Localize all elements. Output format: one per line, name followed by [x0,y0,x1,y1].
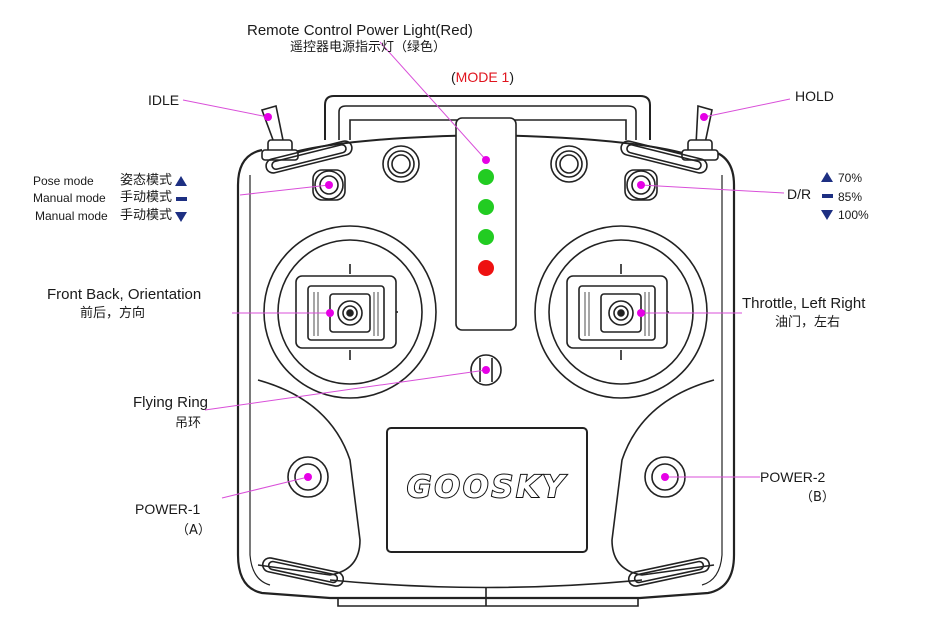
dr-70-label: 70% [838,171,863,185]
hold-switch[interactable] [681,104,719,161]
triangle-down-icon [175,212,187,222]
triangle-up-icon [175,176,187,186]
led-panel [455,117,517,331]
right-gimbal[interactable] [534,225,708,399]
dr-85-label: 85% [838,190,863,204]
power-1-label: POWER-1 [135,501,201,517]
flying-ring-label-cn: 吊环 [175,416,202,431]
marker-hold [700,113,708,121]
controller-body [236,148,736,600]
marker-power-2 [661,473,669,481]
dr-label: D/R [787,186,812,202]
power-light-label: Remote Control Power Light(Red) [247,22,473,39]
left-bottom-slot [261,557,345,587]
triangle-down-icon [821,210,833,220]
power-light-label-cn: 遥控器电源指示灯（绿色） [290,40,447,55]
marker-idle [264,113,272,121]
red-led [478,260,494,276]
marker-dots [264,113,708,481]
flying-ring-label: Flying Ring [133,394,209,411]
power-2-label: POWER-2 [760,469,826,485]
hold-label: HOLD [795,88,834,104]
green-led-2 [478,199,494,215]
power-1-label-cn: （A） [176,523,211,538]
manual-mode-label-1: Manual mode [33,191,106,205]
left-gimbal[interactable] [263,225,437,399]
idle-label: IDLE [148,92,180,108]
leader-lines [182,41,791,499]
green-led-3 [478,229,494,245]
screen-panel [386,427,588,553]
marker-flying-ring [482,366,490,374]
marker-mode-switch [325,181,333,189]
power-2-label-cn: （B） [800,490,835,505]
green-led-1 [478,169,494,185]
pose-mode-label: Pose mode [33,174,94,188]
throttle-label-cn: 油门，左右 [775,315,841,330]
right-shoulder-slot [620,140,708,174]
throttle-label: Throttle, Left Right [742,295,866,312]
right-bottom-slot [627,557,711,587]
dash-icon [822,194,833,198]
marker-power-light [482,156,490,164]
front-back-label-cn: 前后，方向 [80,306,146,321]
manual-mode-label-1-cn: 手动模式 [120,190,173,205]
manual-mode-label-2: Manual mode [35,209,108,223]
dash-icon [176,197,187,201]
manual-mode-label-2-cn: 手动模式 [120,208,173,223]
marker-left-stick [326,309,334,317]
mode-label: (MODE 1) [451,69,515,85]
triangle-up-icon [821,172,833,182]
front-back-label: Front Back, Orientation [47,286,202,303]
right-top-button[interactable] [550,145,588,183]
left-top-button[interactable] [382,145,420,183]
left-shoulder-slot [265,140,353,174]
mode-value: MODE 1 [455,69,510,85]
pose-mode-label-cn: 姿态模式 [120,173,173,188]
marker-power-1 [304,473,312,481]
goosky-logo: GOOSKY [406,469,568,506]
marker-dr-switch [637,181,645,189]
marker-right-stick [637,309,645,317]
dr-100-label: 100% [838,208,869,222]
